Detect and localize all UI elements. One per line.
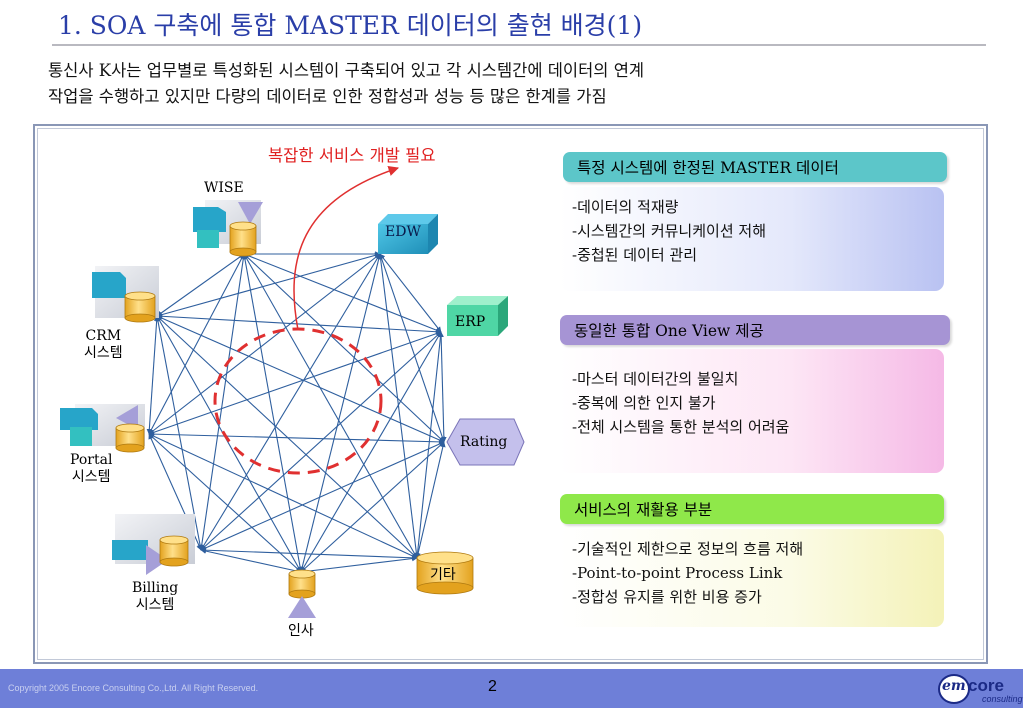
crm-label-line-2: 시스템 bbox=[84, 345, 123, 361]
link-wise-hr bbox=[242, 253, 303, 573]
link-edw-portal bbox=[148, 253, 381, 435]
link-other-hr bbox=[300, 555, 418, 575]
wise-node-icon bbox=[193, 200, 263, 257]
panel-2-item: -마스터 데이터간의 불일치 bbox=[572, 370, 739, 388]
portal-label-line-1: Portal bbox=[70, 452, 113, 468]
panel-3-item: -Point-to-point Process Link bbox=[572, 564, 783, 582]
logo-emblem bbox=[938, 674, 970, 704]
billing-label-line-2: 시스템 bbox=[135, 597, 175, 613]
page-number: 2 bbox=[488, 678, 497, 695]
panel-1-header: 특정 시스템에 한정된 MASTER 데이터 bbox=[563, 152, 947, 182]
link-rating-other bbox=[415, 441, 446, 559]
link-edw-hr bbox=[299, 253, 382, 573]
annotation-arrow bbox=[293, 165, 399, 331]
erp-node-icon bbox=[447, 296, 508, 336]
link-edw-rating bbox=[378, 253, 446, 443]
rating-label: Rating bbox=[460, 434, 508, 450]
panel-3-item: -기술적인 제한으로 정보의 흐름 저해 bbox=[572, 540, 804, 558]
link-wise-crm bbox=[156, 253, 245, 317]
panel-2-header: 동일한 통합 One View 제공 bbox=[560, 315, 950, 345]
panel-3-header: 서비스의 재활용 부분 bbox=[560, 494, 944, 524]
panel-2-item: -중복에 의한 인지 불가 bbox=[572, 394, 716, 412]
logo-em-text: em bbox=[942, 678, 966, 694]
panel-2-body: -마스터 데이터간의 불일치 -중복에 의한 인지 불가 -전체 시스템을 통한… bbox=[560, 349, 944, 473]
panel-1-body: -데이터의 적재량 -시스템간의 커뮤니케이션 저해 -중첩된 데이터 관리 bbox=[560, 187, 944, 291]
link-wise-billing bbox=[198, 253, 247, 551]
intro-line-2: 작업을 수행하고 있지만 다량의 데이터로 인한 정합성과 성능 등 많은 한계… bbox=[48, 87, 607, 106]
other-label: 기타 bbox=[430, 567, 456, 583]
link-wise-other bbox=[243, 253, 418, 559]
intro-text: 통신사 K사는 업무별로 특성화된 시스템이 구축되어 있고 각 시스템간에 데… bbox=[48, 58, 998, 110]
edw-node-icon bbox=[378, 214, 438, 254]
rating-node-icon bbox=[446, 418, 525, 466]
billing-node-icon bbox=[112, 514, 195, 575]
crm-node-icon bbox=[92, 266, 159, 323]
erp-label: ERP bbox=[455, 314, 486, 330]
link-edw-other bbox=[377, 253, 420, 559]
complex-service-annotation: 복잡한 서비스 개발 필요 bbox=[268, 146, 436, 165]
billing-label-line-1: Billing bbox=[132, 580, 179, 596]
link-wise-portal bbox=[148, 253, 245, 435]
link-rating-crm bbox=[156, 315, 445, 443]
link-portal-crm bbox=[146, 315, 160, 435]
link-erp-portal bbox=[148, 331, 442, 435]
logo-core-text: core bbox=[968, 676, 1004, 695]
footer-bar bbox=[0, 669, 1023, 708]
slide-title: 1. SOA 구축에 통합 MASTER 데이터의 출현 배경(1) bbox=[58, 11, 643, 40]
crm-label: CRM 시스템 bbox=[84, 328, 123, 362]
wise-label: WISE bbox=[204, 180, 244, 196]
panel-3-body: -기술적인 제한으로 정보의 흐름 저해 -Point-to-point Pro… bbox=[560, 529, 944, 627]
panel-3-item: -정합성 유지를 위한 비용 증가 bbox=[572, 588, 762, 606]
link-wise-erp bbox=[243, 253, 442, 333]
link-erp-rating bbox=[438, 331, 447, 443]
hr-label: 인사 bbox=[288, 623, 314, 639]
portal-label: Portal 시스템 bbox=[70, 452, 112, 486]
company-logo: em core consulting bbox=[938, 672, 1023, 706]
hr-node-icon bbox=[288, 569, 316, 618]
other-node-icon bbox=[416, 551, 474, 595]
billing-label: Billing 시스템 bbox=[132, 580, 178, 614]
panel-2-item: -전체 시스템을 통한 분석의 어려움 bbox=[572, 418, 790, 436]
panel-1-item: -시스템간의 커뮤니케이션 저해 bbox=[572, 222, 767, 240]
link-rating-portal bbox=[148, 431, 445, 445]
copyright-text: Copyright 2005 Encore Consulting Co.,Ltd… bbox=[8, 683, 259, 693]
diagram-frame-inner bbox=[37, 128, 984, 660]
edw-label: EDW bbox=[385, 224, 421, 240]
portal-label-line-2: 시스템 bbox=[71, 469, 111, 485]
panel-1-item: -데이터의 적재량 bbox=[572, 198, 679, 216]
logo-consulting-text: consulting bbox=[982, 694, 1023, 704]
crm-label-line-1: CRM bbox=[85, 328, 122, 344]
portal-node-icon bbox=[60, 404, 145, 453]
link-edw-crm bbox=[156, 252, 381, 318]
title-divider bbox=[52, 44, 986, 46]
panel-1-item: -중첩된 데이터 관리 bbox=[572, 246, 698, 264]
link-billing-crm bbox=[155, 315, 203, 551]
connection-lines bbox=[146, 251, 447, 575]
intro-line-1: 통신사 K사는 업무별로 특성화된 시스템이 구축되어 있고 각 시스템간에 데… bbox=[48, 61, 645, 80]
